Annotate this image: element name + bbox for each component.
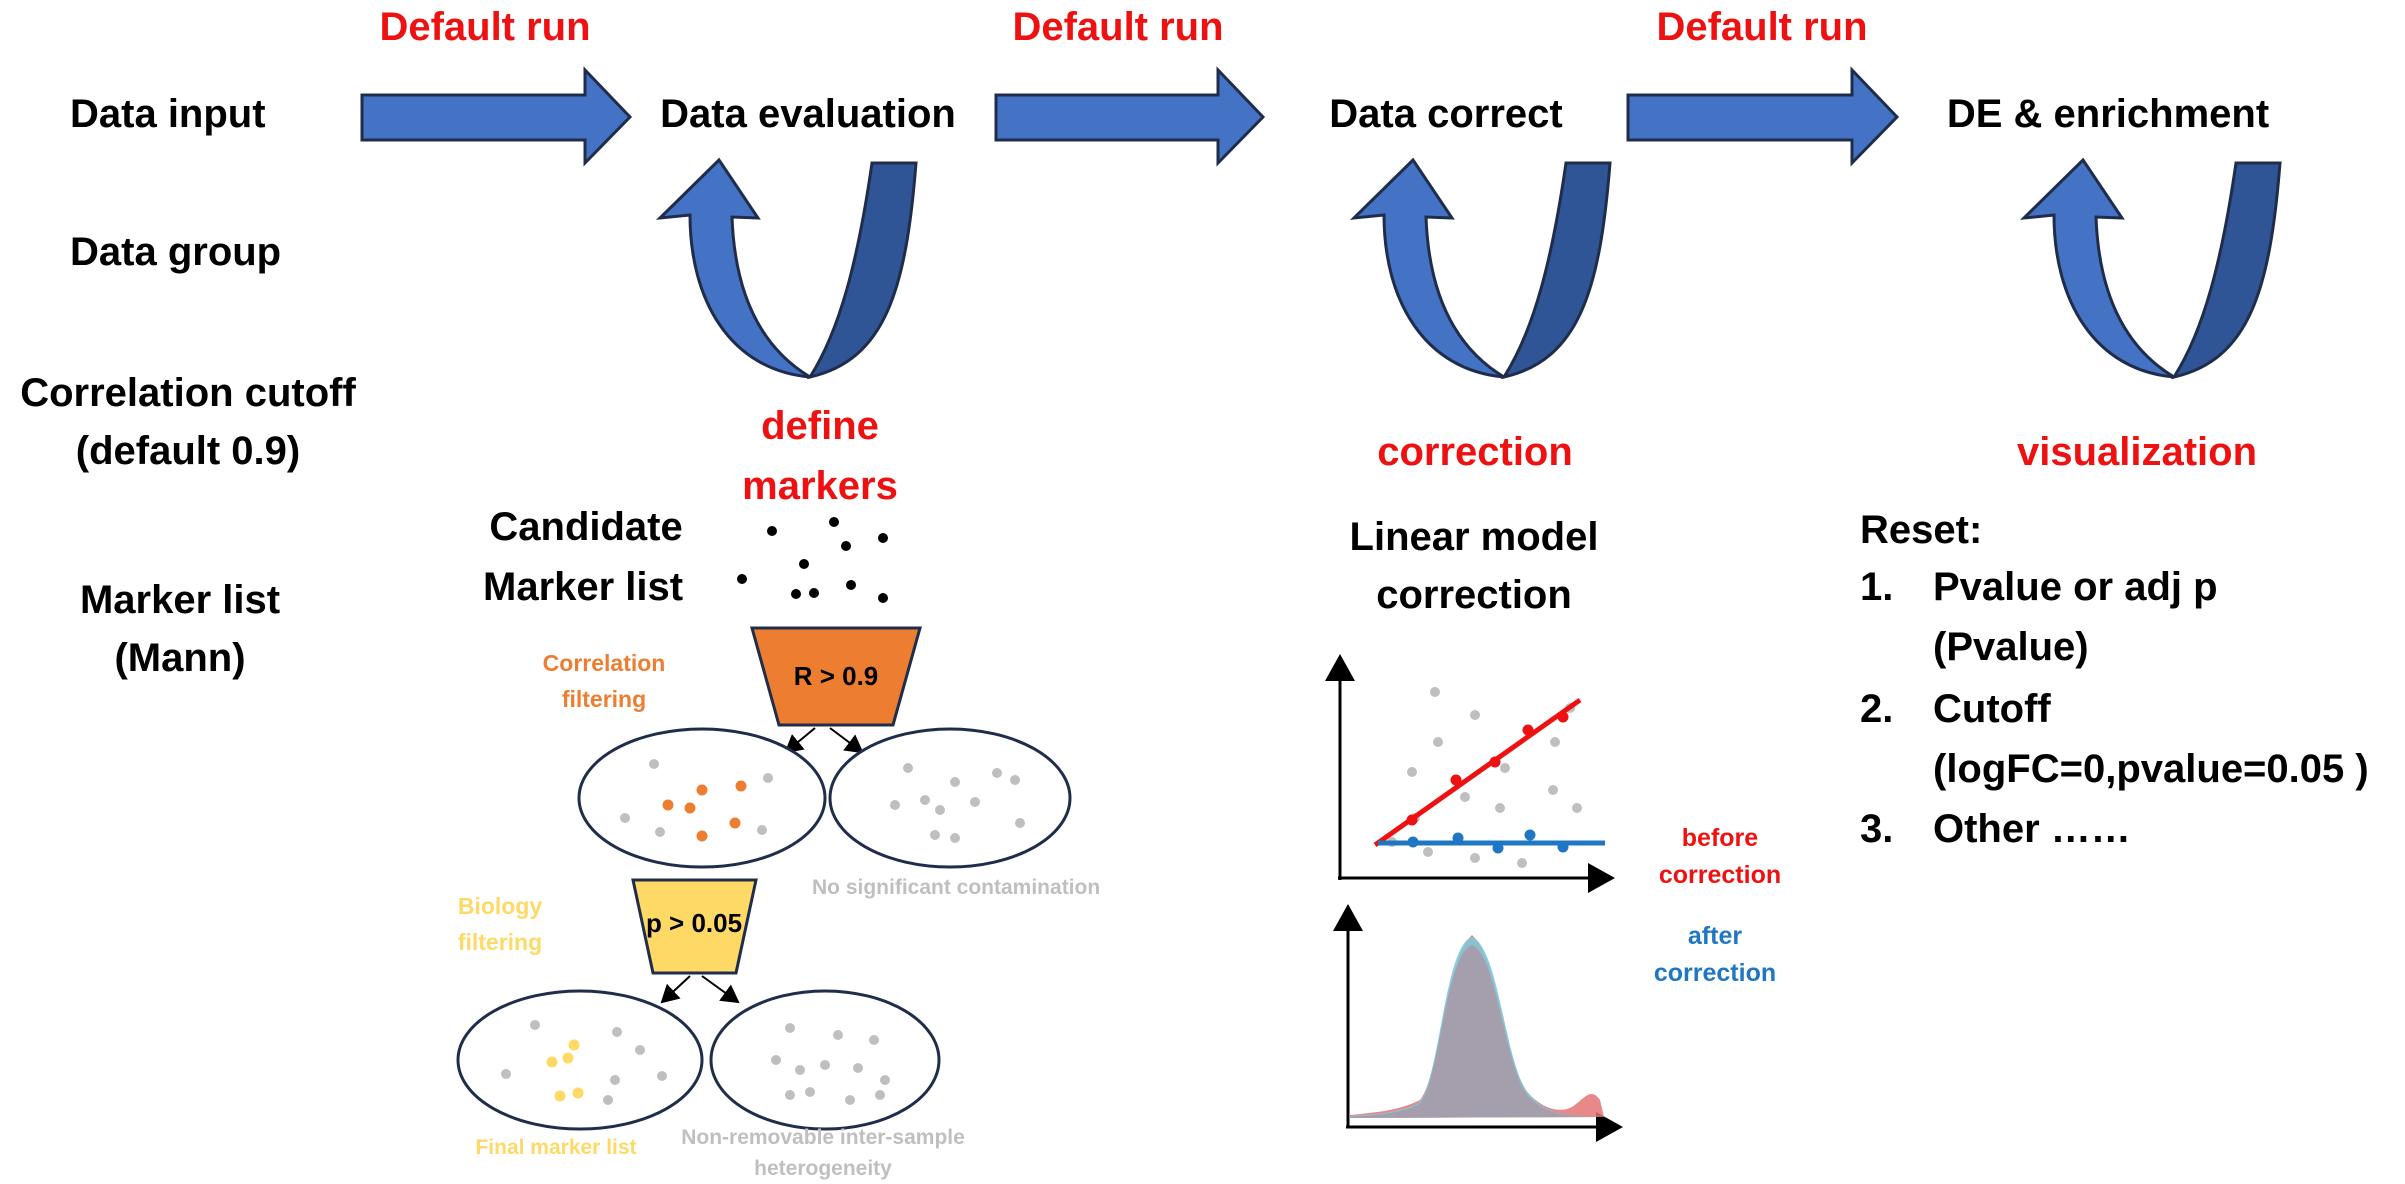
- funnel-2-label: p > 0.05: [645, 908, 743, 938]
- reset-item-3-num: 3.: [1860, 807, 1894, 851]
- scatter-plot: [1325, 654, 1615, 893]
- stage-3-run-label: Default run: [1656, 5, 1868, 49]
- stage-1-run-label: Default run: [379, 5, 591, 49]
- ellipse-correlated: [577, 727, 827, 869]
- arrow-to-ellipse-3: [660, 975, 691, 1004]
- stage-1-label: Data evaluation: [660, 92, 956, 136]
- stage-2-label: Data correct: [1329, 92, 1563, 136]
- ellipse-final-marker: [456, 989, 704, 1131]
- reset-item-2-line1: Cutoff: [1933, 687, 2051, 731]
- correlation-cutoff-label: Correlation cutoff(default 0.9): [20, 371, 356, 473]
- funnel-biology: [631, 878, 758, 975]
- stage-3-action: visualization: [2016, 430, 2258, 474]
- loop-arrow-3: [2019, 157, 2282, 380]
- no-contamination-label: No significant contamination: [812, 876, 1101, 899]
- funnel-correlation: [750, 626, 922, 727]
- marker-list-label: Marker list(Mann): [79, 578, 281, 680]
- reset-item-1-line2: (Pvalue): [1933, 625, 2089, 669]
- stage-2-action: correction: [1377, 430, 1573, 474]
- stage-arrow-1: [360, 66, 633, 167]
- reset-title: Reset:: [1860, 508, 1983, 552]
- arrow-to-ellipse-1: [784, 727, 816, 754]
- reset-item-3-line1: Other ……: [1933, 807, 2131, 851]
- final-marker-label: Final marker list: [475, 1136, 637, 1159]
- stage-3-label: DE & enrichment: [1946, 92, 2270, 136]
- data-input-label: Data input: [70, 92, 266, 136]
- arrow-to-ellipse-2: [829, 727, 864, 754]
- reset-list: 1. Pvalue or adj p (Pvalue) 2. Cutoff (l…: [1860, 565, 2400, 865]
- stage-arrow-3: [1626, 66, 1900, 167]
- reset-item-2-line2: (logFC=0,pvalue=0.05 ): [1933, 747, 2369, 791]
- ellipse-uncorrelated: [828, 727, 1072, 869]
- stage-arrow-2: [994, 66, 1266, 167]
- reset-item-2-num: 2.: [1860, 687, 1894, 731]
- data-group-label: Data group: [70, 230, 282, 274]
- ellipse-heterogeneity: [709, 989, 941, 1131]
- loop-arrow-2: [1349, 157, 1612, 380]
- loop-arrow-1: [655, 157, 918, 380]
- candidate-dots: [737, 517, 888, 603]
- stage-2-run-label: Default run: [1012, 5, 1224, 49]
- before-correction-line: [1373, 697, 1582, 848]
- reset-item-1-num: 1.: [1860, 565, 1894, 609]
- arrow-to-ellipse-4: [701, 975, 740, 1004]
- density-plot: [1333, 904, 1623, 1142]
- reset-item-1-line1: Pvalue or adj p: [1933, 565, 2218, 609]
- funnel-1-label: R > 0.9: [793, 661, 879, 691]
